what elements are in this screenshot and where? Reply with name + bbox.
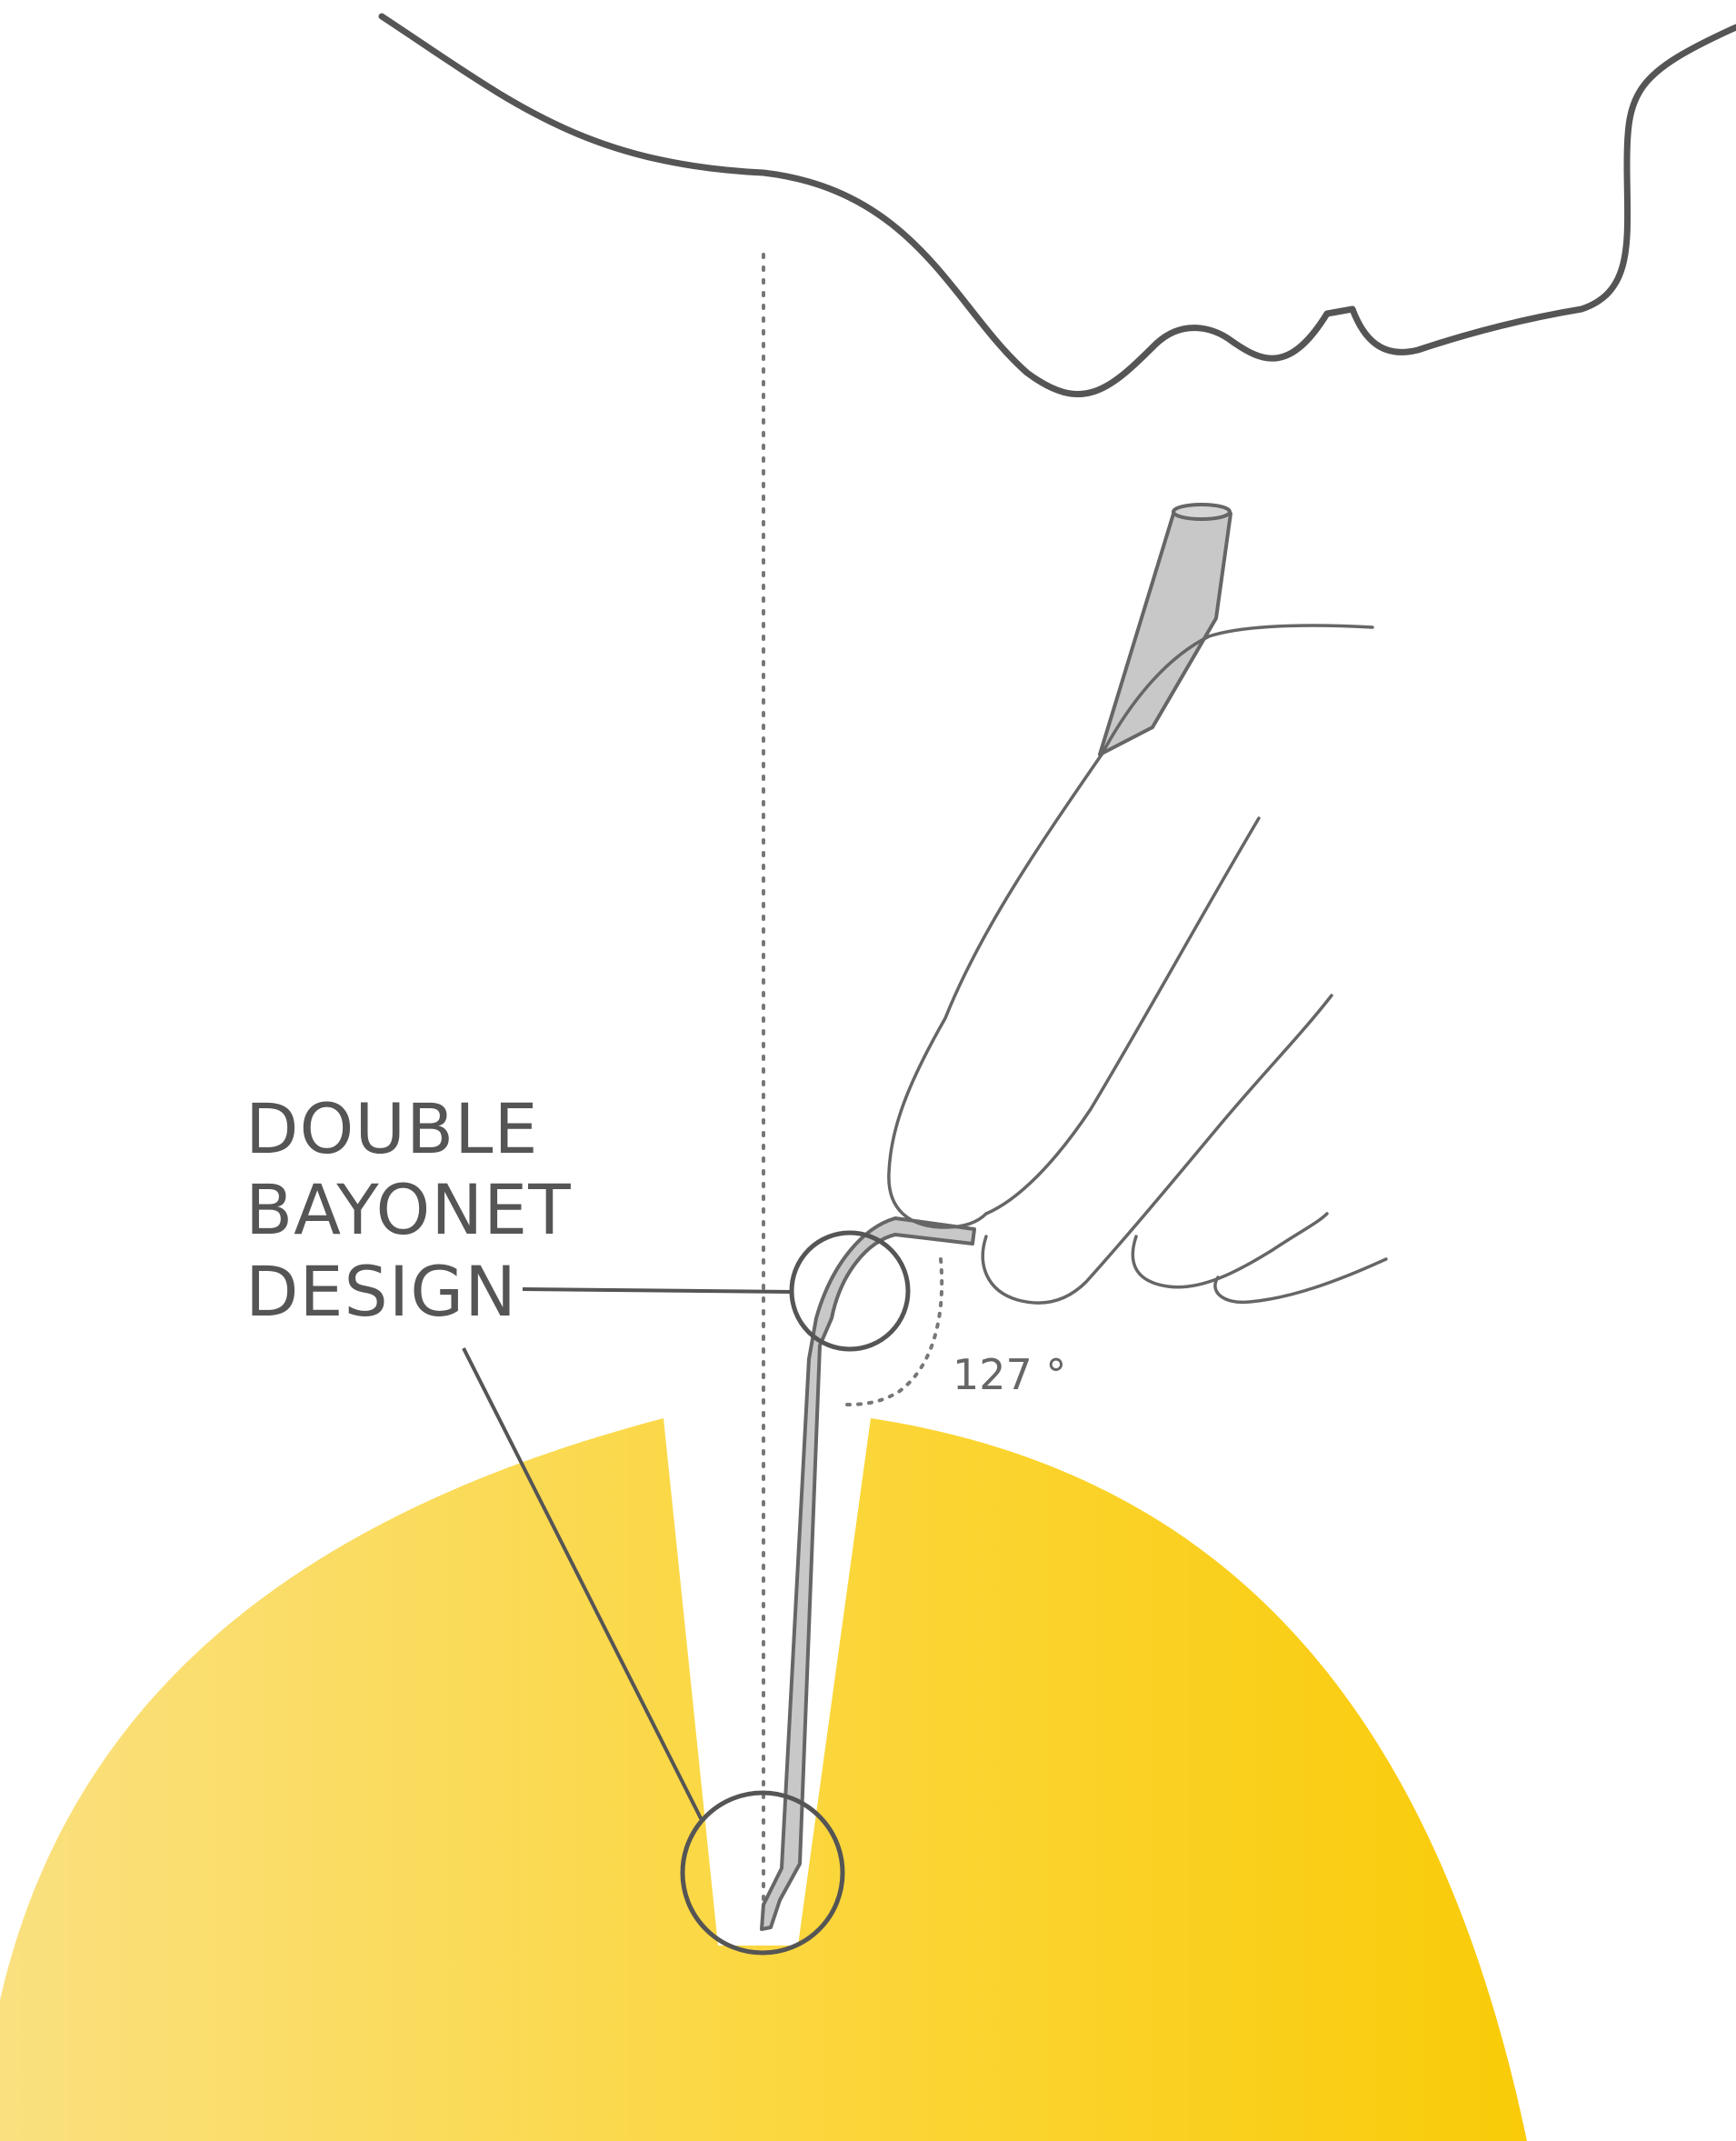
yellow-mound [0, 1418, 1527, 2141]
lower-leader-line [462, 1347, 703, 1821]
tip-bend-callout-circle [680, 1790, 845, 1956]
angle-label: 127 ° [953, 1350, 1066, 1399]
callout-line-3: DESIGN [245, 1251, 517, 1332]
face-profile-outline [378, 13, 1736, 397]
callout-line-1: DOUBLE [245, 1088, 538, 1169]
instrument-handle [1098, 509, 1232, 756]
angle-arc [845, 1257, 944, 1406]
callout-line-2: BAYONET [245, 1169, 572, 1250]
hand-outline [887, 624, 1388, 1305]
instrument-handle-end [1172, 503, 1232, 521]
upper-leader-line [522, 1287, 793, 1294]
